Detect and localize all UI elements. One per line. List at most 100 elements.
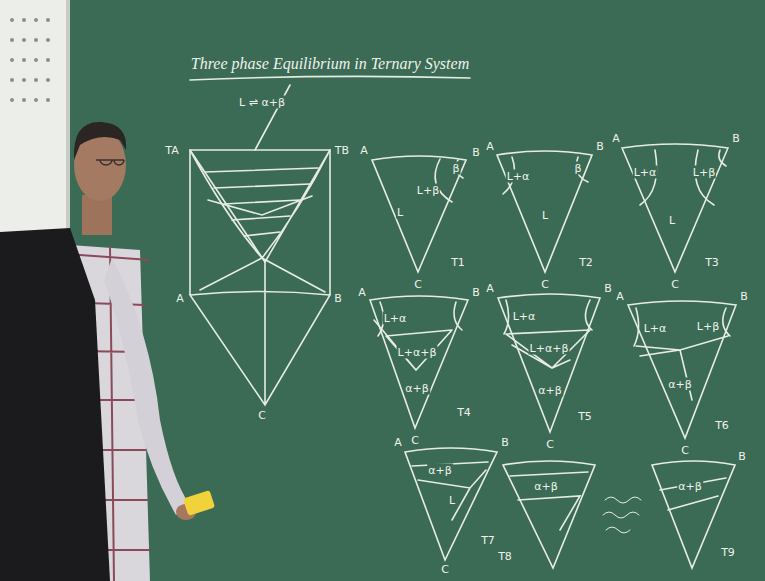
dot: [10, 38, 14, 42]
phase-label: TA: [164, 144, 179, 157]
phase-label: L: [396, 206, 404, 219]
duster: [183, 490, 215, 516]
phase-label: T9: [720, 546, 736, 559]
dot: [10, 78, 14, 82]
isothermal-section: [652, 461, 735, 568]
phase-label: L+β: [696, 320, 720, 333]
phase-label: T6: [714, 419, 730, 432]
phase-label: L+α: [506, 170, 531, 183]
phase-label: TB: [334, 144, 350, 157]
glasses: [96, 160, 124, 165]
phase-label: L+α+β: [529, 342, 570, 355]
dot: [34, 78, 38, 82]
lecturer-figure: [0, 122, 215, 581]
phase-label: B: [333, 292, 343, 305]
tie-triangle: [374, 302, 462, 370]
wall-dots: [10, 18, 50, 102]
dot: [46, 18, 50, 22]
tie-lines: [510, 472, 588, 530]
phase-label: C: [540, 278, 550, 291]
phase-label: α+β: [537, 384, 563, 397]
phase-label: A: [175, 292, 185, 305]
chalk-scribble: [603, 497, 641, 533]
phase-label: C: [545, 438, 555, 451]
phase-label: L+α: [383, 312, 408, 325]
dot: [34, 58, 38, 62]
dot: [34, 38, 38, 42]
phase-label: C: [680, 444, 690, 457]
dot: [22, 58, 26, 62]
dot: [34, 18, 38, 22]
neck: [82, 195, 112, 235]
phase-label: L: [541, 209, 549, 222]
phase-label: T2: [578, 256, 594, 269]
phase-label: T5: [577, 410, 593, 423]
phase-label: C: [440, 563, 450, 576]
tie-triangle: [412, 462, 488, 520]
isothermal-section: [628, 301, 736, 438]
phase-label: C: [410, 434, 420, 447]
phase-label: α+β: [404, 382, 430, 395]
prism-construction-lines: [200, 85, 325, 292]
tie-triangle: [634, 308, 730, 400]
phase-label: β: [451, 162, 460, 175]
dot: [22, 78, 26, 82]
black-vest: [0, 228, 110, 581]
isothermal-section: [498, 294, 600, 432]
phase-label: α+β: [427, 464, 453, 477]
phase-label: L: [668, 214, 676, 227]
phase-label: B: [731, 132, 741, 145]
dot: [10, 18, 14, 22]
tie-triangle: [504, 300, 592, 368]
dot: [34, 98, 38, 102]
isothermal-section: [372, 156, 466, 272]
dot: [46, 98, 50, 102]
phase-label: T1: [450, 256, 466, 269]
title-text: Three phase Equilibrium in Ternary Syste…: [189, 55, 471, 73]
tie-lines: [660, 478, 726, 510]
arm: [104, 258, 190, 515]
title-underline: [190, 76, 470, 80]
dot: [22, 38, 26, 42]
phase-label: L+β: [416, 184, 440, 197]
phase-label: L+β: [692, 166, 716, 179]
dot: [46, 78, 50, 82]
dot: [46, 58, 50, 62]
dot: [10, 58, 14, 62]
phase-label: L+α: [643, 322, 668, 335]
phase-label: β: [573, 162, 582, 175]
isothermal-section: [497, 151, 592, 272]
phase-label: A: [357, 286, 367, 299]
phase-label: B: [739, 290, 749, 303]
isothermal-section: [503, 461, 595, 568]
phase-label: A: [615, 290, 625, 303]
chalk-lines: [190, 76, 736, 568]
phase-label: T3: [704, 256, 720, 269]
dot: [46, 38, 50, 42]
isothermal-section: [370, 296, 468, 428]
phase-label: A: [485, 140, 495, 153]
phase-label: L+α+β: [397, 346, 438, 359]
phase-label: A: [359, 144, 369, 157]
phase-label: L ⇌ α+β: [238, 96, 286, 109]
phase-label: L: [448, 494, 456, 507]
phase-label: B: [471, 146, 481, 159]
phase-label: T4: [456, 406, 472, 419]
phase-label: T7: [480, 534, 496, 547]
isothermal-section: [622, 144, 728, 272]
phase-boundary: [503, 157, 588, 194]
prism-outline: [190, 150, 330, 405]
phase-label: A: [485, 282, 495, 295]
isothermal-section: [405, 448, 497, 560]
phase-label: C: [413, 278, 423, 291]
phase-label: C: [257, 409, 267, 422]
phase-label: B: [500, 436, 510, 449]
phase-label: α+β: [533, 480, 559, 493]
phase-label: L+α: [512, 310, 537, 323]
phase-label: B: [471, 286, 481, 299]
phase-label: B: [603, 282, 613, 295]
